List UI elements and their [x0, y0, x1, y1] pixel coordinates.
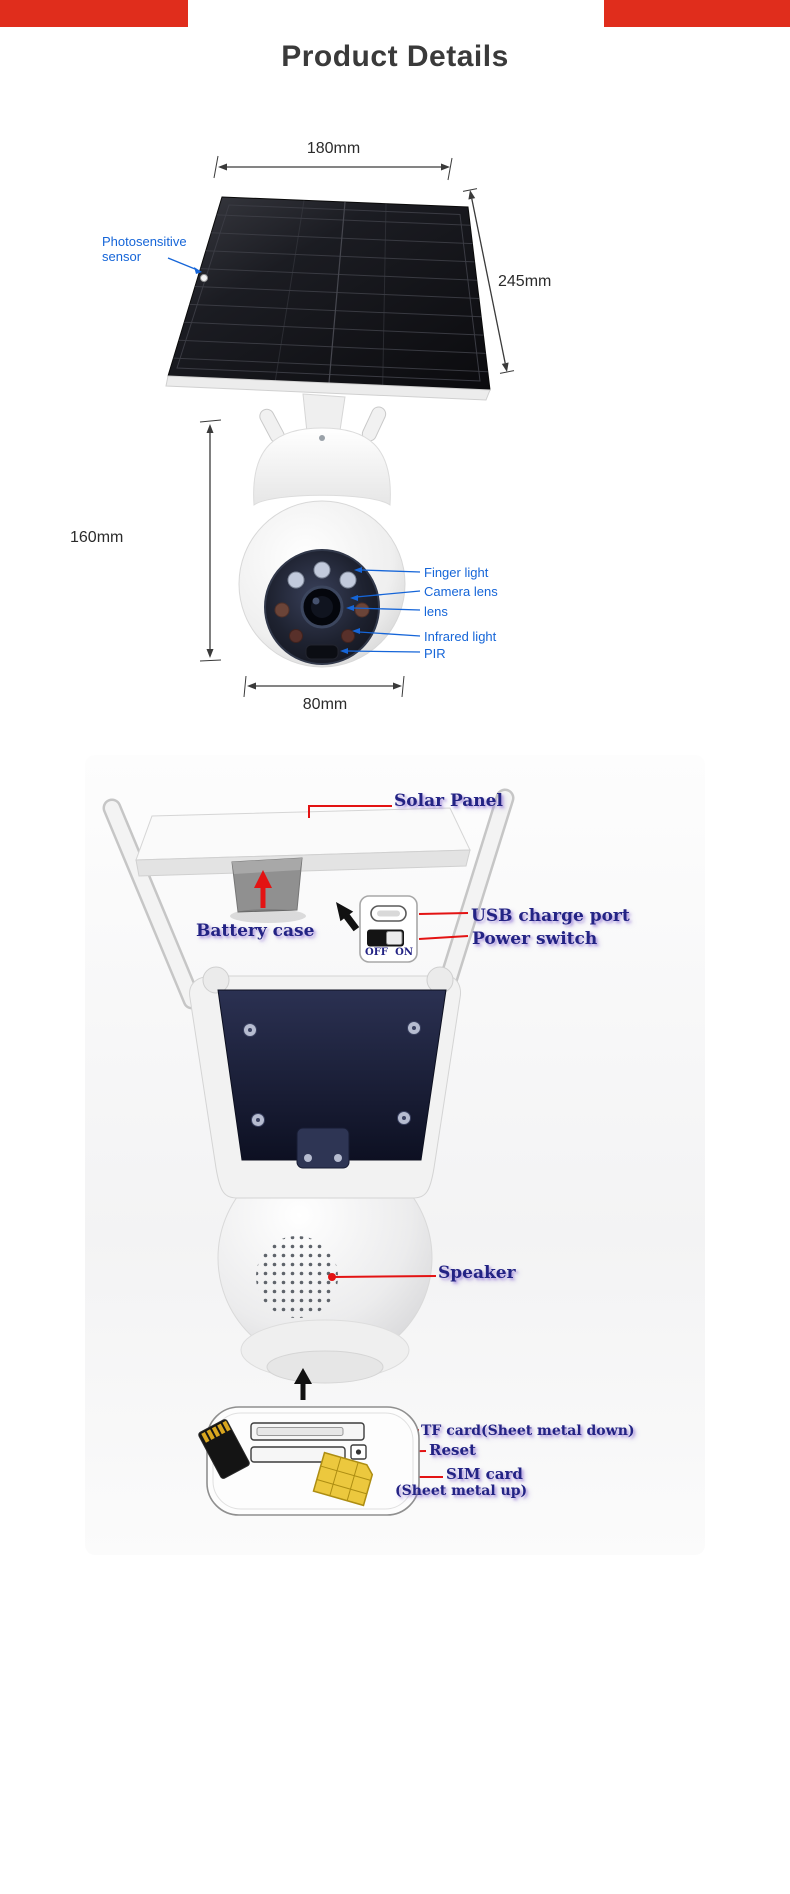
- camera-lens-icon: [300, 585, 344, 629]
- speaker-marker-dot: [328, 1273, 336, 1281]
- photosensitive-sensor-label: Photosensitive sensor: [102, 234, 187, 264]
- sim-card-icon: [312, 1451, 374, 1507]
- pir-window: [305, 644, 339, 660]
- power-switch-label: Power switch: [472, 929, 598, 949]
- dim-height-label: 245mm: [498, 273, 552, 290]
- back-view-illustration: [85, 755, 705, 1555]
- sim-card-slot: [250, 1446, 346, 1463]
- red-arrow-battery: [254, 870, 272, 908]
- dim-width-label: 180mm: [306, 140, 361, 157]
- pir-label: PIR: [424, 646, 446, 661]
- up-arrow-icon: [294, 1368, 312, 1400]
- sim-card-note-label: (Sheet metal up): [395, 1483, 528, 1499]
- finger-light-label: Finger light: [424, 565, 489, 580]
- back-plate: [217, 989, 447, 1169]
- on-label: ON: [395, 947, 413, 958]
- dim-body-height-label: 160mm: [70, 529, 124, 546]
- dim-body-width-label: 80mm: [302, 696, 348, 713]
- solar-panel-front: [165, 196, 491, 401]
- camera-lens-label: Camera lens: [424, 584, 498, 599]
- camera-front: [238, 427, 406, 668]
- top-left-banner-fragment: [0, 0, 188, 27]
- photosensitive-sensor-dot: [200, 274, 208, 282]
- pointer-arrow-icon: [336, 902, 360, 932]
- switch-diagram: [359, 895, 418, 963]
- infrared-leds: [274, 602, 370, 643]
- page-title: Product Details: [281, 40, 509, 73]
- reset-button: [350, 1444, 367, 1460]
- antennas: [102, 788, 515, 1010]
- finger-light-leds: [287, 561, 357, 589]
- power-switch-icon: [367, 929, 404, 947]
- speaker-label: Speaker: [438, 1263, 516, 1283]
- camera-base: [240, 1319, 410, 1384]
- usb-port-icon: [370, 905, 407, 922]
- microsd-card-icon: [198, 1419, 250, 1479]
- front-callout-arrowheads: [194, 267, 362, 654]
- tf-card-label: TF card(Sheet metal down): [421, 1423, 635, 1439]
- tf-card-slot: [250, 1422, 365, 1441]
- reset-label: Reset: [429, 1441, 476, 1459]
- front-view-illustration: [165, 155, 515, 698]
- front-callout-lines: [167, 257, 421, 653]
- top-right-banner-fragment: [604, 0, 790, 27]
- solar-panel-label: Solar Panel: [394, 791, 503, 811]
- off-label: OFF: [365, 947, 388, 958]
- battery-case: [230, 857, 306, 923]
- usb-charge-port-label: USB charge port: [471, 906, 630, 926]
- lens-label: lens: [424, 604, 448, 619]
- screws: [243, 1021, 421, 1127]
- solar-panel-rear: [135, 807, 471, 877]
- infrared-light-label: Infrared light: [424, 629, 497, 644]
- battery-case-label: Battery case: [196, 921, 315, 941]
- off-on-labels: OFF ON: [361, 947, 417, 958]
- dimension-arrowheads: [206, 163, 509, 690]
- sim-card-label: SIM card: [446, 1465, 523, 1483]
- speaker-grid: [256, 1236, 338, 1318]
